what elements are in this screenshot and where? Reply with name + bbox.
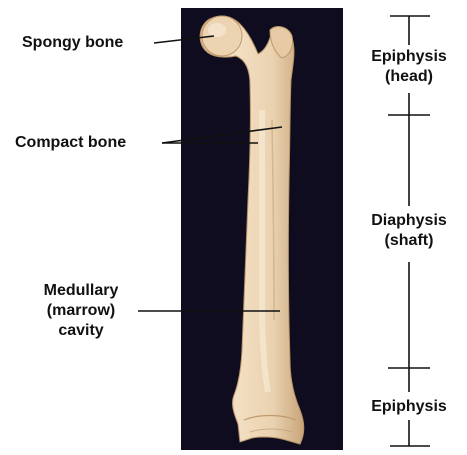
spongy-bone-label: Spongy bone bbox=[22, 34, 123, 52]
epiphysis-head-label-line1: Epiphysis bbox=[352, 48, 466, 66]
diaphysis-label-line1: Diaphysis bbox=[352, 212, 466, 230]
compact-bone-label: Compact bone bbox=[15, 134, 126, 152]
medullary-label-line2: (marrow) bbox=[30, 302, 132, 320]
medullary-label-line3: cavity bbox=[30, 322, 132, 340]
epiphysis-bottom-label: Epiphysis bbox=[352, 398, 466, 416]
diaphysis-label-line2: (shaft) bbox=[352, 232, 466, 250]
medullary-label-line1: Medullary bbox=[30, 282, 132, 300]
epiphysis-head-label-line2: (head) bbox=[352, 68, 466, 86]
